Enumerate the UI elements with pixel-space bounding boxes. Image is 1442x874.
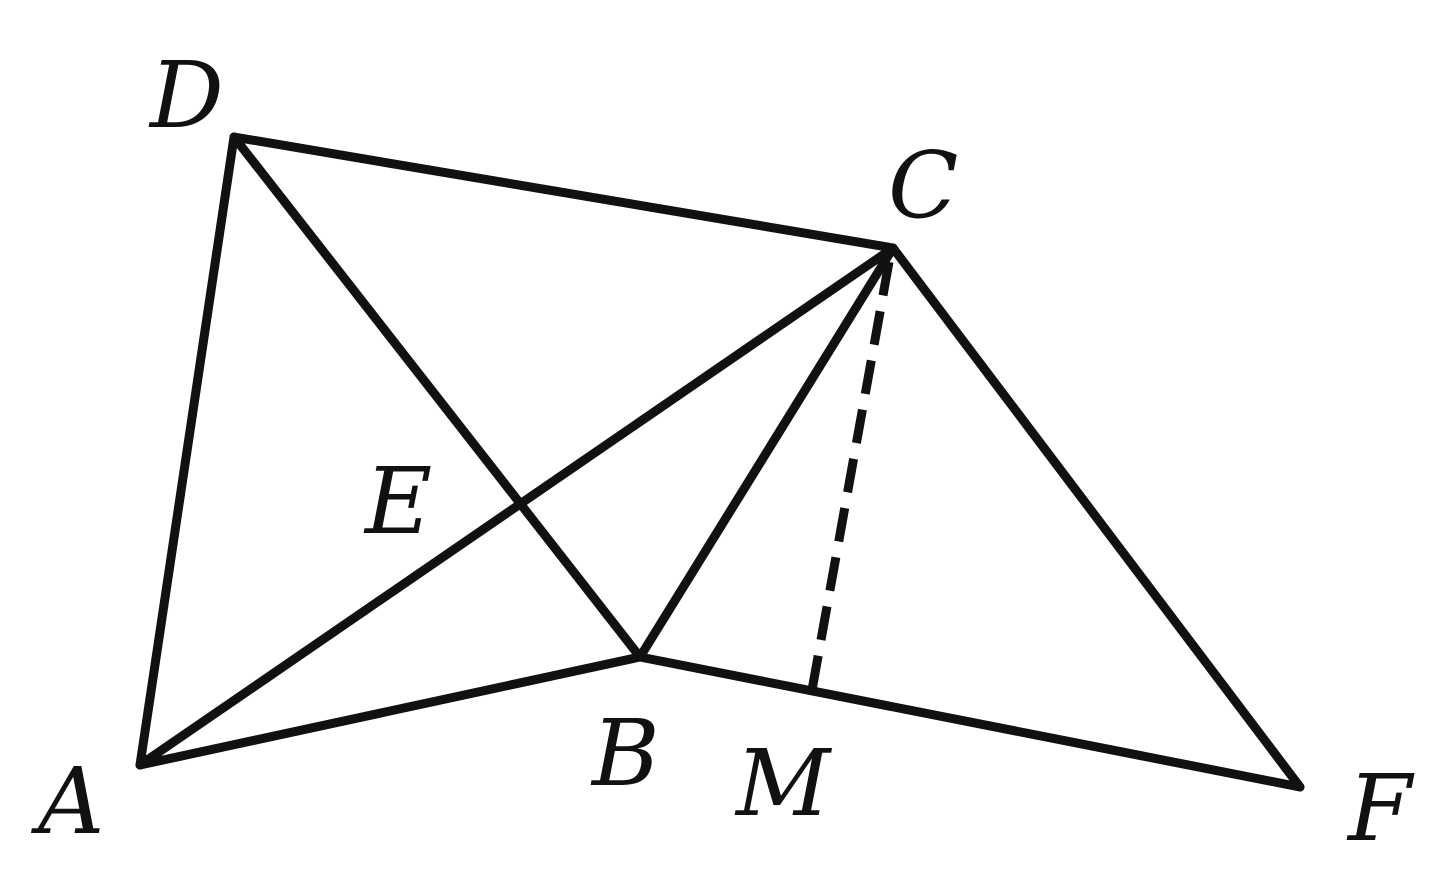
label-B: B xyxy=(590,700,660,807)
label-E: E xyxy=(363,448,432,555)
label-F: F xyxy=(1346,755,1415,862)
label-M: M xyxy=(734,730,833,837)
segment-DA xyxy=(135,132,239,770)
segment-AB xyxy=(135,652,645,770)
label-D: D xyxy=(148,42,224,149)
segment-AC xyxy=(135,243,898,770)
label-A: A xyxy=(30,748,104,855)
label-C: C xyxy=(888,132,958,239)
segment-CF xyxy=(888,243,1305,792)
segment-DC xyxy=(229,132,898,253)
segment-CM xyxy=(807,261,894,691)
segment-BF xyxy=(635,652,1305,792)
segment-BC xyxy=(635,243,898,662)
segment-DB xyxy=(229,132,645,662)
